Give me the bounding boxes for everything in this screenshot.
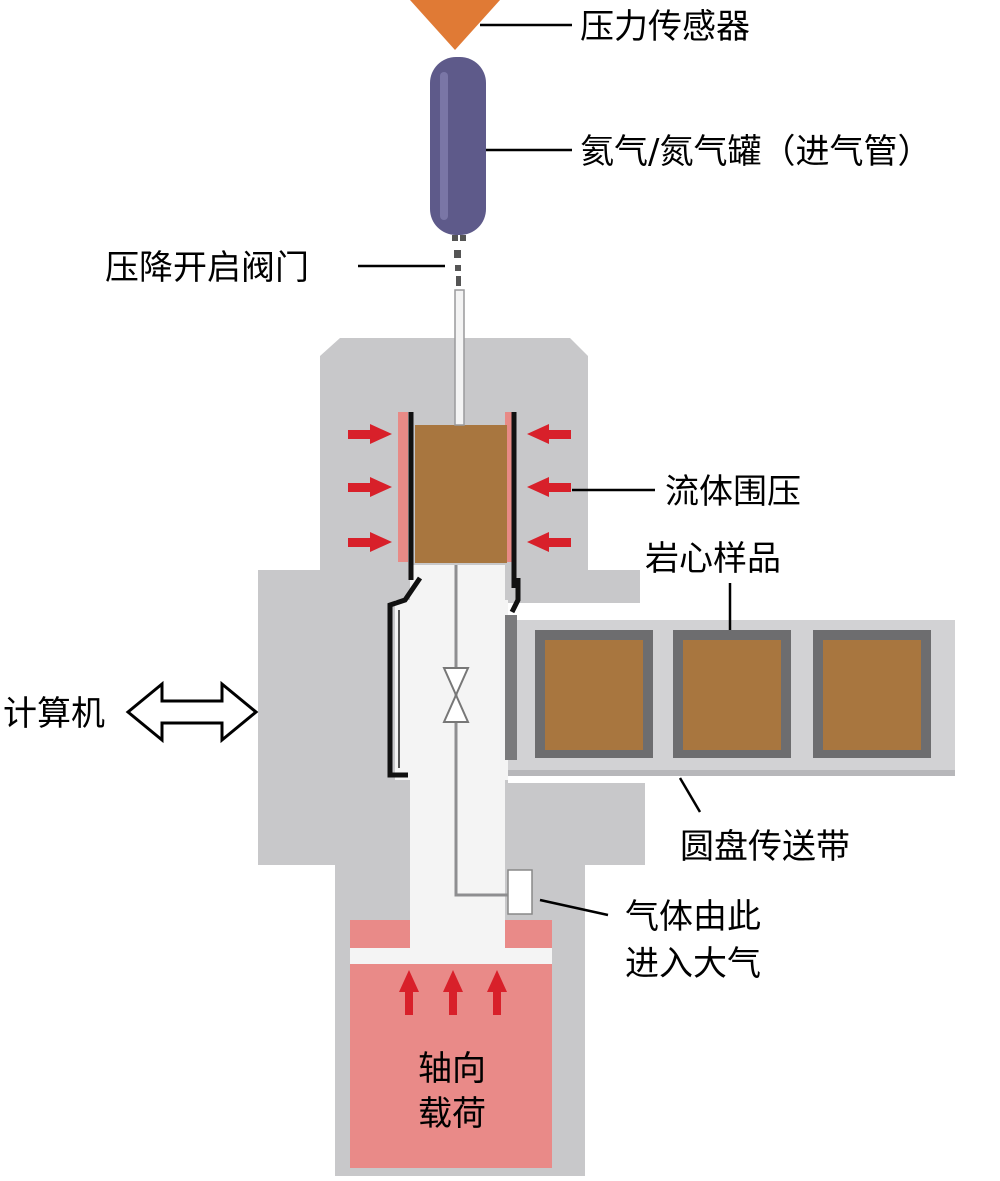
computer-double-arrow — [125, 680, 259, 744]
pressure-sensor — [410, 0, 500, 50]
label-pressure-sensor: 压力传感器 — [580, 7, 750, 47]
confining-arrow — [348, 532, 392, 552]
piston-plate — [350, 948, 552, 964]
conveyor-sample-2 — [673, 630, 791, 758]
gas-tank — [430, 57, 486, 235]
label-computer: 计算机 — [3, 694, 105, 734]
sleeve-left — [398, 412, 408, 562]
conveyor-bottom-edge — [508, 770, 955, 776]
label-fluid-confining: 流体围压 — [665, 472, 801, 512]
label-core-sample: 岩心样品 — [645, 539, 781, 579]
core-sample-in-cell — [415, 425, 507, 563]
slot-outline-right — [509, 578, 521, 614]
load-arrow — [443, 970, 463, 1015]
chamber-base — [335, 1168, 585, 1176]
confining-arrow — [348, 477, 392, 497]
label-relief-valve: 压降开启阀门 — [105, 248, 309, 288]
relief-valve — [452, 235, 466, 286]
confining-arrow — [527, 477, 571, 497]
confining-arrow — [348, 424, 392, 444]
load-arrow — [487, 970, 507, 1015]
label-gas-tank: 氦气/氮气罐（进气管） — [580, 132, 931, 172]
confining-arrows-right — [527, 424, 571, 552]
conveyor-sample-1 — [535, 630, 653, 758]
gas-tank-highlight — [440, 72, 448, 220]
label-gas-exit-line1: 气体由此 — [625, 897, 761, 937]
label-axial-load-line2: 载荷 — [418, 1094, 486, 1134]
sleeve-right — [505, 412, 515, 562]
leader-disc-conveyor — [678, 777, 702, 813]
slot-right-wall — [505, 615, 517, 760]
label-axial-load-line1: 轴向 — [418, 1049, 486, 1089]
confining-arrow — [527, 532, 571, 552]
gas-exit-port — [507, 869, 533, 915]
label-gas-exit-line2: 进入大气 — [625, 944, 761, 984]
gas-inlet-tube — [454, 289, 465, 426]
label-disc-conveyor: 圆盘传送带 — [680, 827, 850, 867]
load-arrow — [399, 970, 419, 1015]
valve-symbol — [442, 667, 470, 723]
confining-arrow — [527, 424, 571, 444]
axial-load-arrows — [399, 970, 507, 1015]
confining-arrows-left — [348, 424, 392, 552]
leader-gas-exit — [539, 898, 609, 917]
conveyor-sample-3 — [813, 630, 931, 758]
slot-outline — [387, 576, 423, 778]
